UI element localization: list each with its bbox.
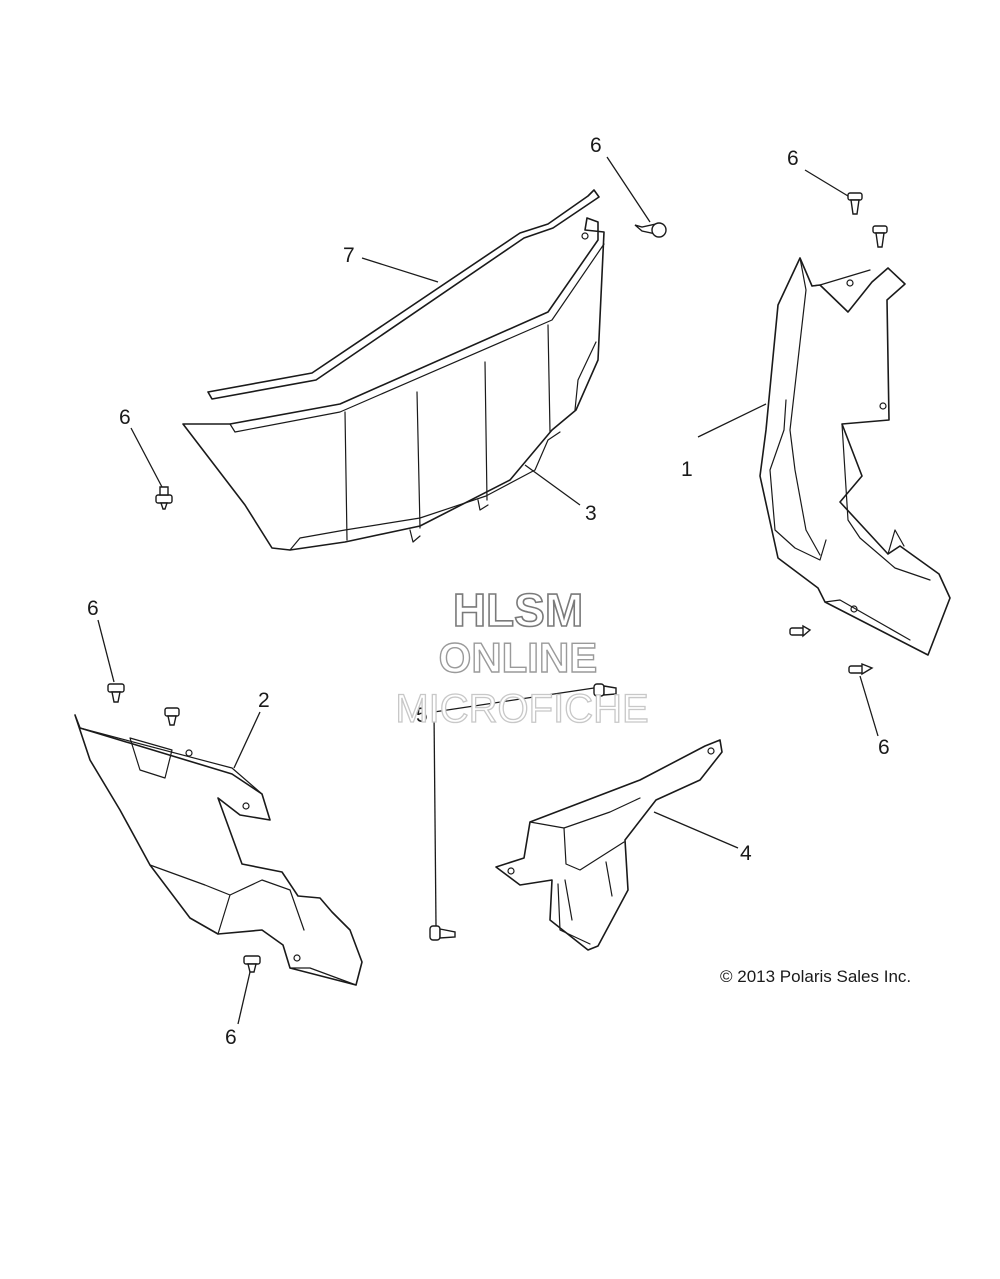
callout-7: 7 <box>343 244 355 267</box>
callout-6-bottom-left: 6 <box>225 1026 237 1049</box>
part-3-front-panel <box>182 217 605 551</box>
callout-3: 3 <box>585 502 597 525</box>
part-4-center-console-panel <box>495 739 723 951</box>
watermark-line-3: MICROFICHE <box>395 687 648 731</box>
fastener-screw-bottom-left <box>243 955 261 973</box>
watermark: HLSM ONLINE MICROFICHE <box>395 583 650 731</box>
part-1-right-side-panel <box>759 257 951 656</box>
callout-4: 4 <box>740 842 752 865</box>
part-7-trim-rod <box>207 189 600 400</box>
fastener-screw-top-center <box>634 222 667 238</box>
part-2-left-side-panel <box>74 714 363 986</box>
callout-6-right-lower: 6 <box>878 736 890 759</box>
callout-6-top-center: 6 <box>590 134 602 157</box>
fastener-screw-top-right-a <box>847 192 863 215</box>
fastener-screw-left <box>155 486 173 510</box>
callout-6-top-right: 6 <box>787 147 799 170</box>
fastener-screw-right-lower-b <box>848 662 874 676</box>
watermark-line-1: HLSM <box>453 584 583 636</box>
callout-6-left-panel: 6 <box>87 597 99 620</box>
callout-5: 5 <box>416 704 428 727</box>
copyright-notice: © 2013 Polaris Sales Inc. <box>720 967 911 986</box>
fastener-screw-top-right-b <box>872 225 888 248</box>
callout-2: 2 <box>258 689 270 712</box>
fastener-screw-right-lower-a <box>789 624 812 638</box>
watermark-line-2: ONLINE <box>439 634 598 681</box>
part-5-push-rivet-lower <box>429 925 456 941</box>
part-5-push-rivet-upper <box>593 683 617 697</box>
callout-1: 1 <box>681 458 693 481</box>
callout-6-left: 6 <box>119 406 131 429</box>
fastener-screw-left-panel-a <box>107 683 125 703</box>
fastener-screw-left-panel-b <box>164 707 180 726</box>
leader-lines <box>97 156 879 1025</box>
